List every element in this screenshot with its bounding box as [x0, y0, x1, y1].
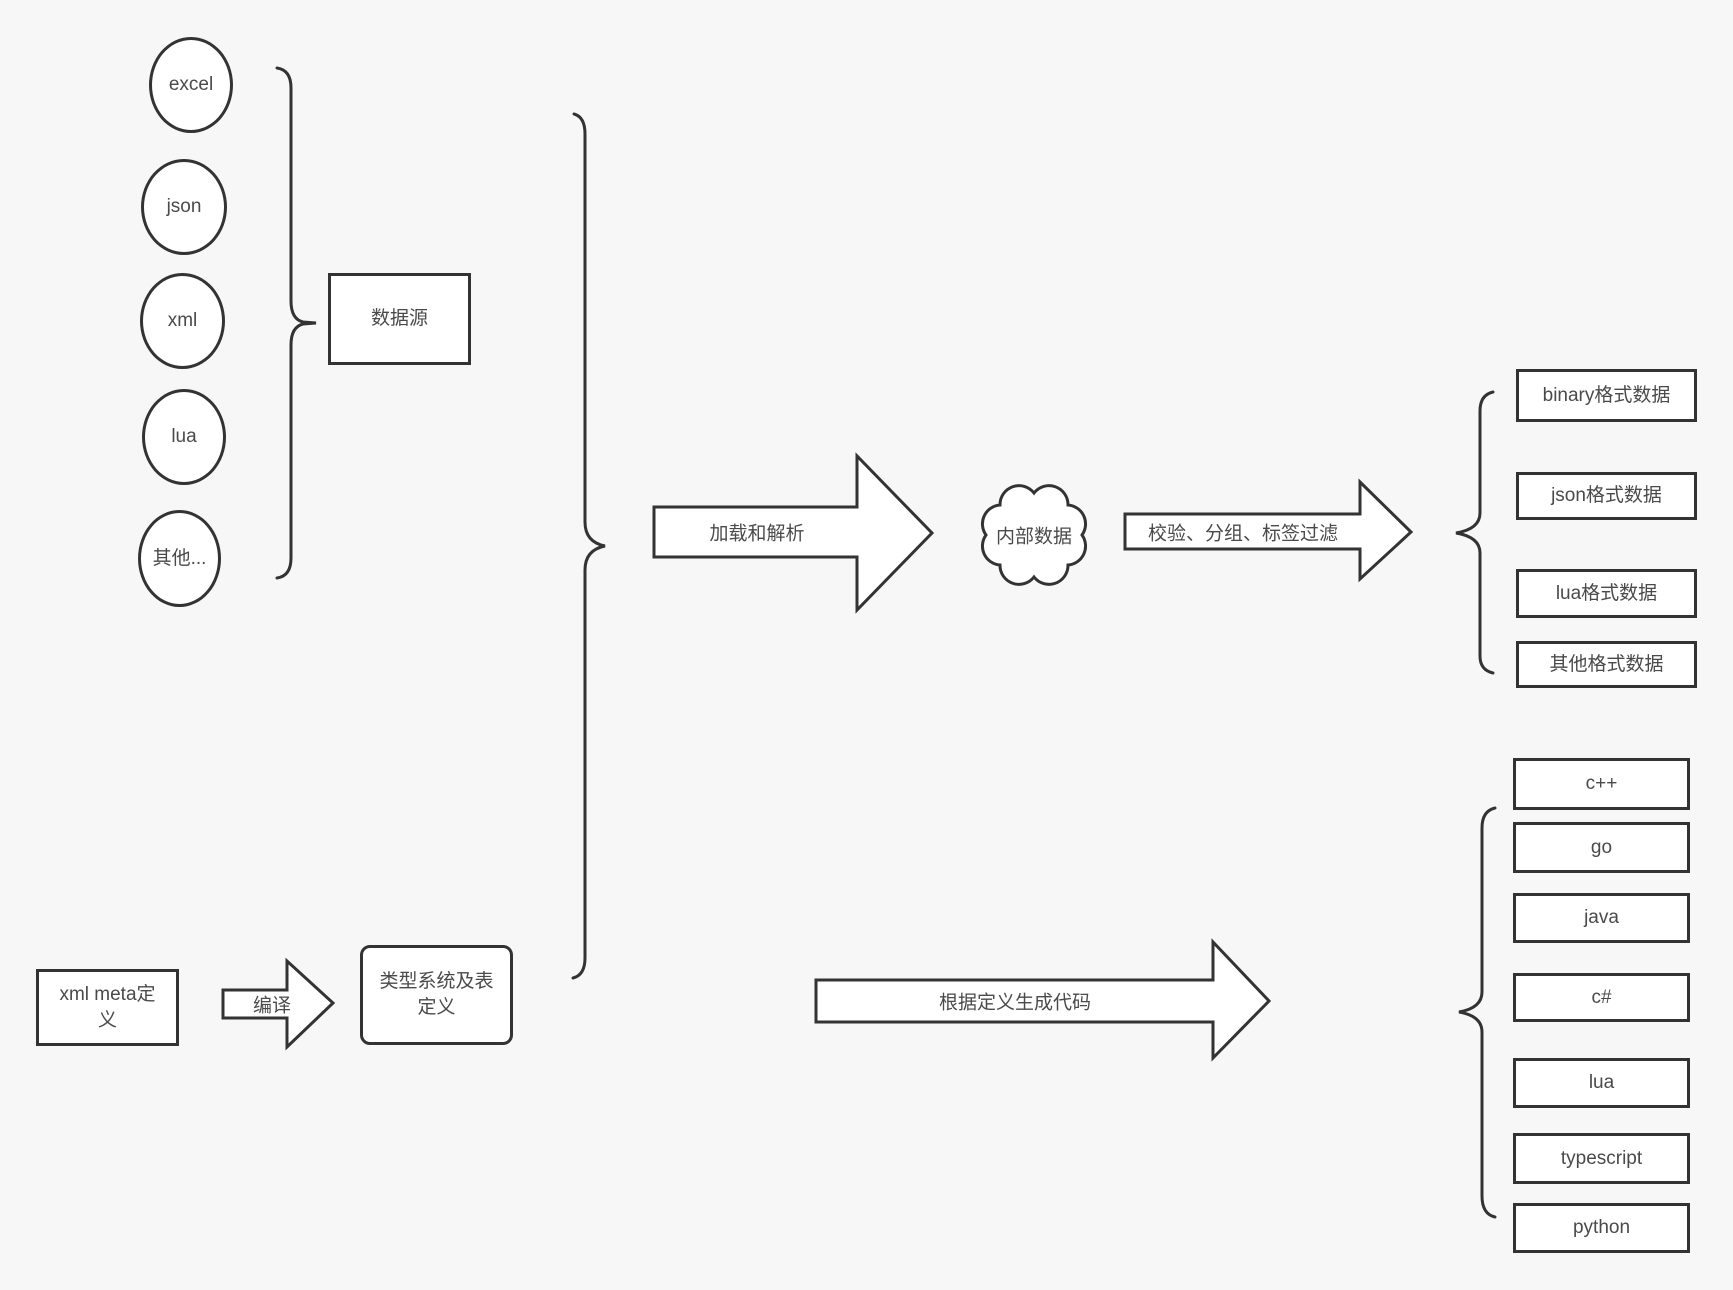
load-arrow-label: 加载和解析	[709, 523, 805, 545]
source-label: 其他...	[152, 547, 207, 569]
source-label: lua	[171, 426, 197, 448]
language-label: lua	[1588, 1072, 1615, 1094]
language-box-java: java	[1513, 893, 1690, 943]
source-label: xml	[167, 310, 198, 332]
language-box-go: go	[1513, 822, 1690, 873]
compile-arrow-label: 编译	[252, 995, 292, 1017]
source-node-lua: lua	[142, 389, 226, 485]
language-label: c++	[1585, 773, 1618, 795]
format-label: 其他格式数据	[1549, 653, 1664, 675]
language-box-python: python	[1513, 1203, 1690, 1253]
format-box-other: 其他格式数据	[1516, 641, 1697, 688]
format-box-json: json格式数据	[1516, 472, 1697, 520]
source-node-excel: excel	[149, 37, 233, 133]
generate-arrow-label: 根据定义生成代码	[938, 992, 1092, 1014]
source-node-xml: xml	[140, 273, 225, 369]
format-label: binary格式数据	[1542, 384, 1671, 406]
main-brace	[571, 112, 606, 980]
internal-data-label: 内部数据	[995, 526, 1073, 548]
language-label: c#	[1591, 986, 1612, 1008]
data-source-group-box: 数据源	[328, 273, 471, 365]
compile-arrow	[221, 957, 336, 1051]
source-node-other: 其他...	[138, 510, 221, 607]
format-label: lua格式数据	[1555, 582, 1658, 604]
internal-data-cloud	[981, 484, 1087, 586]
languages-brace	[1458, 806, 1497, 1219]
generate-arrow	[814, 938, 1272, 1062]
sources-brace	[275, 66, 317, 580]
format-box-binary: binary格式数据	[1516, 369, 1697, 422]
language-label: python	[1572, 1217, 1631, 1239]
source-node-json: json	[141, 159, 227, 255]
filter-arrow	[1123, 478, 1414, 583]
xml-meta-label: xml meta定义	[59, 983, 156, 1031]
language-label: go	[1590, 836, 1613, 858]
format-label: json格式数据	[1551, 485, 1662, 507]
data-source-group-label: 数据源	[370, 308, 428, 330]
language-label: typescript	[1560, 1147, 1643, 1169]
language-box-typescript: typescript	[1513, 1133, 1690, 1184]
filter-arrow-label: 校验、分组、标签过滤	[1147, 523, 1339, 545]
xml-meta-box: xml meta定义	[36, 969, 179, 1046]
type-system-label: 类型系统及表定义	[379, 971, 494, 1018]
language-box-csharp: c#	[1513, 973, 1690, 1022]
language-label: java	[1584, 907, 1619, 929]
load-arrow	[652, 452, 935, 614]
language-box-cpp: c++	[1513, 758, 1690, 810]
source-label: json	[166, 196, 202, 218]
type-system-box: 类型系统及表定义	[360, 945, 513, 1045]
source-label: excel	[168, 74, 214, 96]
formats-brace	[1455, 390, 1495, 675]
format-box-lua: lua格式数据	[1516, 569, 1697, 618]
language-box-lua: lua	[1513, 1058, 1690, 1108]
